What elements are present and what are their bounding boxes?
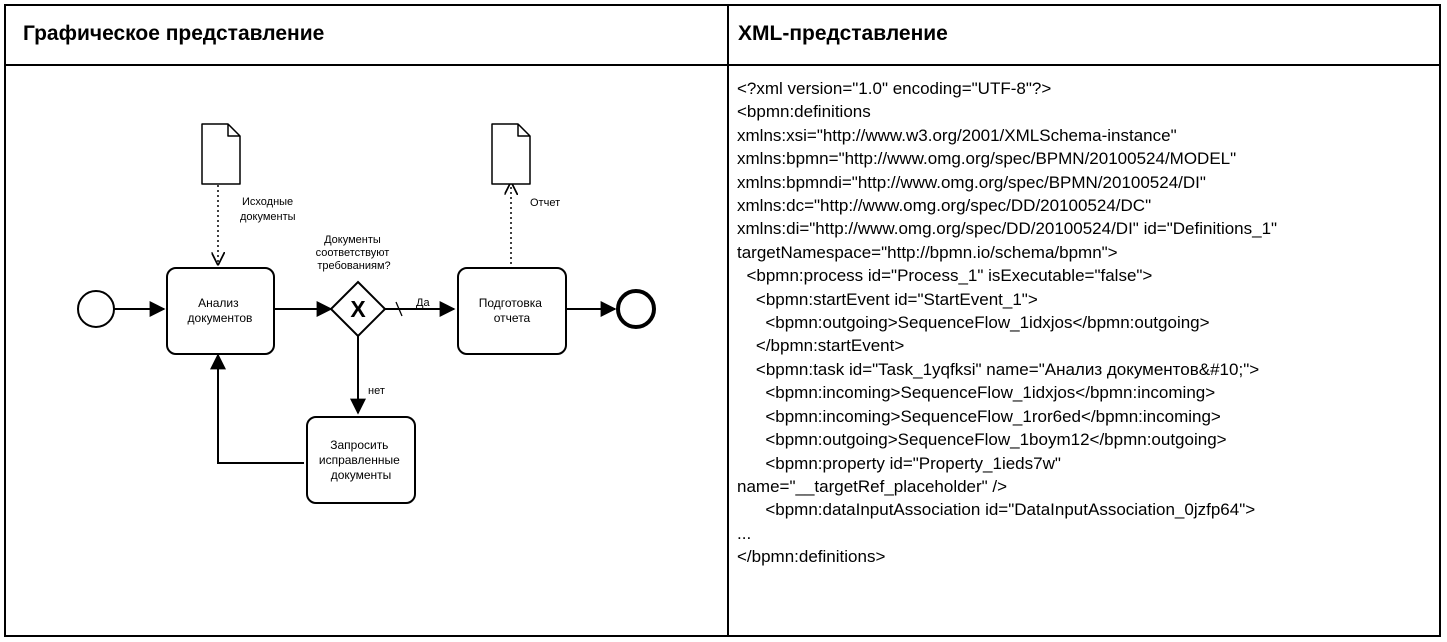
xml-line: name="__targetRef_placeholder" />	[737, 476, 1008, 496]
gateway-x-icon: X	[350, 296, 366, 322]
xml-line: targetNamespace="http://bpmn.io/schema/b…	[737, 242, 1118, 262]
flow-yes-label: Да	[416, 297, 430, 309]
start-event	[77, 290, 115, 328]
xml-line: <bpmn:incoming>SequenceFlow_1ror6ed</bpm…	[737, 406, 1221, 426]
xml-line: </bpmn:startEvent>	[737, 336, 905, 356]
input-document-icon	[201, 123, 241, 185]
task-analysis	[166, 267, 275, 355]
task-report-label: Подготовка отчета	[479, 296, 546, 325]
xml-line: <bpmn:outgoing>SequenceFlow_1idxjos</bpm…	[737, 313, 1210, 333]
report-label: Отчет	[530, 197, 560, 209]
task-request	[306, 416, 416, 504]
xml-line: xmlns:di="http://www.omg.org/spec/DD/201…	[737, 219, 1278, 239]
xml-code-block: <?xml version="1.0" encoding="UTF-8"?> <b…	[737, 77, 1432, 569]
end-event	[616, 289, 656, 329]
xml-line: <bpmn:property id="Property_1ieds7w"	[737, 453, 1061, 473]
flow-request-to-analysis	[210, 353, 304, 464]
xml-line: </bpmn:definitions>	[737, 547, 886, 567]
xml-line: <bpmn:definitions	[737, 102, 871, 122]
bpmn-diagram: X Анализ документов Подготовка отчета За…	[77, 123, 656, 504]
xml-line: <bpmn:task id="Task_1yqfksi" name="Анали…	[737, 359, 1260, 379]
flow-no-label: нет	[368, 385, 385, 397]
xml-line: <bpmn:outgoing>SequenceFlow_1boym12</bpm…	[737, 430, 1227, 450]
xml-line: xmlns:xsi="http://www.w3.org/2001/XMLSch…	[737, 125, 1177, 145]
xml-line: <bpmn:process id="Process_1" isExecutabl…	[737, 266, 1153, 286]
xml-line: <bpmn:incoming>SequenceFlow_1idxjos</bpm…	[737, 383, 1216, 403]
xml-line: ...	[737, 523, 752, 543]
header-xml: XML-представление	[738, 22, 948, 45]
column-divider	[727, 6, 729, 635]
task-report	[457, 267, 567, 355]
input-docs-label: Исходные документы	[240, 196, 296, 223]
header-graphical: Графическое представление	[23, 22, 325, 45]
gateway-question-label: Документы соответствуют требованиям?	[316, 234, 393, 272]
xml-line: <?xml version="1.0" encoding="UTF-8"?>	[737, 79, 1052, 98]
task-analysis-label: Анализ документов	[188, 296, 253, 325]
report-document-icon	[491, 123, 531, 185]
header-divider	[6, 64, 1439, 66]
xml-line: xmlns:bpmn="http://www.omg.org/spec/BPMN…	[737, 149, 1237, 169]
comparison-table: Графическое представление XML-представле…	[4, 4, 1441, 637]
exclusive-gateway	[329, 280, 387, 338]
xml-line: <bpmn:startEvent id="StartEvent_1">	[737, 289, 1038, 309]
xml-line: xmlns:dc="http://www.omg.org/spec/DD/201…	[737, 196, 1152, 216]
xml-line: <bpmn:dataInputAssociation id="DataInput…	[737, 500, 1256, 520]
xml-line: xmlns:bpmndi="http://www.omg.org/spec/BP…	[737, 172, 1206, 192]
task-request-label: Запросить исправленные документы	[319, 438, 403, 482]
flow-default-marker	[395, 301, 403, 317]
